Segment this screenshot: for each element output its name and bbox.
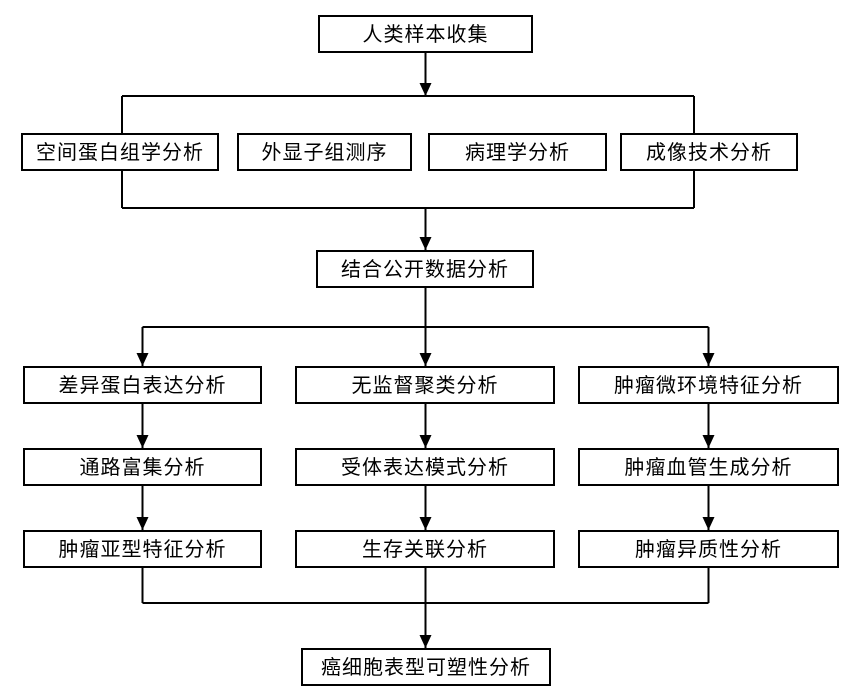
arrowhead-down-icon bbox=[136, 435, 149, 448]
flow-node-tumor-subtype-features: 肿瘤亚型特征分析 bbox=[23, 530, 262, 568]
flow-node-label: 病理学分析 bbox=[465, 140, 570, 164]
flow-node-label: 癌细胞表型可塑性分析 bbox=[321, 655, 531, 679]
flow-node-label: 无监督聚类分析 bbox=[351, 373, 499, 397]
arrowhead-down-icon bbox=[136, 353, 149, 366]
arrowhead-down-icon bbox=[419, 83, 432, 96]
flow-node-label: 结合公开数据分析 bbox=[341, 257, 509, 281]
flow-node-label: 受体表达模式分析 bbox=[341, 455, 509, 479]
flow-node-differential-protein-expression: 差异蛋白表达分析 bbox=[23, 366, 262, 404]
arrowhead-down-icon bbox=[702, 353, 715, 366]
flow-node-label: 肿瘤血管生成分析 bbox=[624, 455, 793, 479]
flow-node-label: 肿瘤微环境特征分析 bbox=[614, 373, 803, 397]
arrowhead-down-icon bbox=[419, 517, 432, 530]
arrowhead-down-icon bbox=[419, 353, 432, 366]
flow-node-label: 肿瘤异质性分析 bbox=[635, 537, 782, 561]
flow-node-label: 肿瘤亚型特征分析 bbox=[58, 537, 227, 561]
flow-node-public-data-analysis: 结合公开数据分析 bbox=[316, 250, 534, 288]
flow-node-label: 差异蛋白表达分析 bbox=[58, 373, 227, 397]
arrowhead-down-icon bbox=[419, 435, 432, 448]
flow-node-label: 外显子组测序 bbox=[261, 140, 388, 164]
flow-node-tumor-heterogeneity: 肿瘤异质性分析 bbox=[578, 530, 839, 568]
flow-node-tumor-angiogenesis: 肿瘤血管生成分析 bbox=[578, 448, 839, 486]
flow-node-label: 通路富集分析 bbox=[79, 455, 206, 479]
arrowhead-down-icon bbox=[419, 635, 432, 648]
flow-node-tumor-microenvironment: 肿瘤微环境特征分析 bbox=[578, 366, 839, 404]
flow-node-human-sample-collection: 人类样本收集 bbox=[318, 15, 533, 53]
flow-node-label: 生存关联分析 bbox=[362, 537, 488, 561]
flow-node-spatial-proteomics: 空间蛋白组学分析 bbox=[21, 133, 219, 171]
arrowhead-down-icon bbox=[419, 237, 432, 250]
flow-node-exome-sequencing: 外显子组测序 bbox=[237, 133, 412, 171]
flow-node-cancer-cell-plasticity: 癌细胞表型可塑性分析 bbox=[301, 648, 551, 686]
flow-node-survival-association: 生存关联分析 bbox=[295, 530, 555, 568]
arrowhead-down-icon bbox=[702, 435, 715, 448]
flow-node-label: 成像技术分析 bbox=[646, 140, 772, 164]
arrowhead-down-icon bbox=[136, 517, 149, 530]
flow-node-label: 人类样本收集 bbox=[362, 22, 489, 46]
flow-node-unsupervised-clustering: 无监督聚类分析 bbox=[295, 366, 555, 404]
flow-node-pathology-analysis: 病理学分析 bbox=[428, 133, 607, 171]
flow-node-imaging-analysis: 成像技术分析 bbox=[620, 133, 798, 171]
flow-node-label: 空间蛋白组学分析 bbox=[36, 140, 204, 164]
arrowhead-down-icon bbox=[702, 517, 715, 530]
flow-node-receptor-expression-pattern: 受体表达模式分析 bbox=[295, 448, 555, 486]
flow-node-pathway-enrichment: 通路富集分析 bbox=[23, 448, 262, 486]
